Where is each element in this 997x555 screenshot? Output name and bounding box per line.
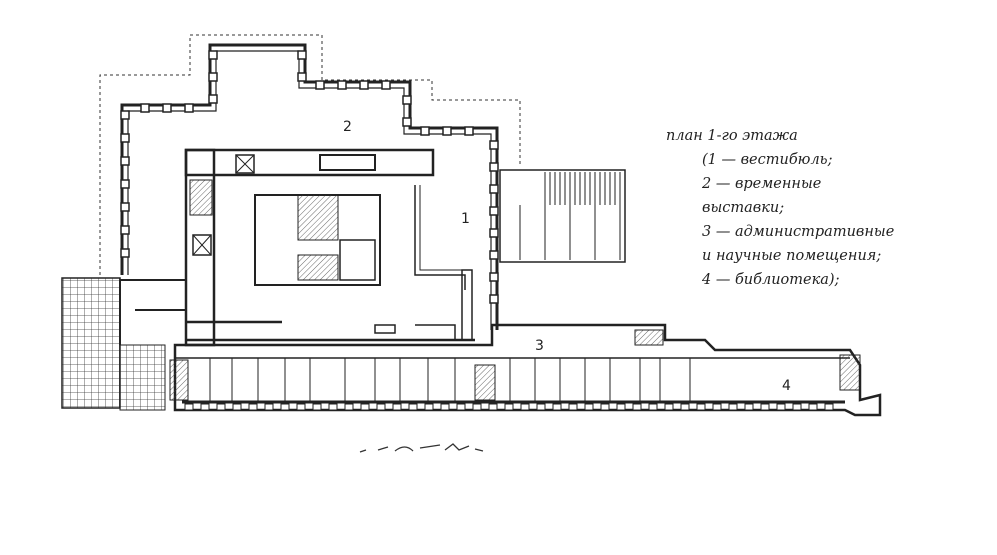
facade-column [552,403,562,411]
facade-column [200,403,210,411]
facade-column [280,403,290,411]
column [120,225,130,235]
column [208,72,218,82]
legend-line: выставки; [702,200,785,216]
column [337,80,347,90]
facade-column [264,403,274,411]
column [489,162,499,172]
facade-column [520,403,530,411]
legend-title: план 1-го этажа [666,128,798,144]
column [402,117,412,127]
facade-column [744,403,754,411]
legend-line: (1 — вестибюль; [702,152,833,168]
facade-column [664,403,674,411]
administrative-wing [169,320,882,417]
column [297,50,307,60]
site-boundary [99,34,521,275]
facade-column [232,403,242,411]
facade-column [648,403,658,411]
facade-column [488,403,498,411]
facade-column [696,403,706,411]
facade-column [616,403,626,411]
column [489,250,499,260]
facade-column [312,403,322,411]
column [184,103,194,113]
vestibule-core [184,148,473,347]
facade-column [376,403,386,411]
facade-column [456,403,466,411]
exhibition-hall-walls [120,43,499,330]
column [120,248,130,258]
facade-column [216,403,226,411]
column [489,228,499,238]
legend-line: 4 — библиотека); [702,272,840,288]
legend-line: и научные помещения; [702,248,882,264]
column [489,184,499,194]
facade-column [632,403,642,411]
column [489,140,499,150]
column [208,94,218,104]
facade-column [680,403,690,411]
column [297,72,307,82]
facade-column [328,403,338,411]
column [464,126,474,136]
facade-column [184,403,194,411]
column [315,80,325,90]
facade-column [600,403,610,411]
entrance-annex [61,277,186,411]
column [120,156,130,166]
facade-column [568,403,578,411]
room-label-2: 2 [343,119,352,135]
legend-line: 2 — временные [702,176,822,192]
room-label-4: 4 [782,378,791,394]
room-label-1: 1 [461,211,470,227]
column [402,95,412,105]
facade-column [712,403,722,411]
facade-column [424,403,434,411]
column [489,294,499,304]
column [120,202,130,212]
facade-column [760,403,770,411]
column [140,103,150,113]
facade-column [536,403,546,411]
facade-column [776,403,786,411]
column [420,126,430,136]
column [120,133,130,143]
facade-column [296,403,306,411]
columns [120,50,499,304]
facade-column [728,403,738,411]
column [120,179,130,189]
room-label-3: 3 [535,338,544,354]
column [359,80,369,90]
facade-column [344,403,354,411]
column [489,272,499,282]
facade-column [584,403,594,411]
facade-column [808,403,818,411]
facade-column [472,403,482,411]
facade-column [360,403,370,411]
facade-column [248,403,258,411]
facade-column [824,403,834,411]
legend: план 1-го этажа (1 — вестибюль; 2 — врем… [666,124,894,292]
facade-column [440,403,450,411]
column [162,103,172,113]
facade-column [392,403,402,411]
facade-column [792,403,802,411]
column [489,206,499,216]
terrace-stairs [499,169,626,263]
scribble-mark [359,443,484,453]
column [442,126,452,136]
column [381,80,391,90]
facade-column [408,403,418,411]
facade-column [504,403,514,411]
legend-line: 3 — административные [702,224,895,240]
column [120,110,130,120]
column [208,50,218,60]
